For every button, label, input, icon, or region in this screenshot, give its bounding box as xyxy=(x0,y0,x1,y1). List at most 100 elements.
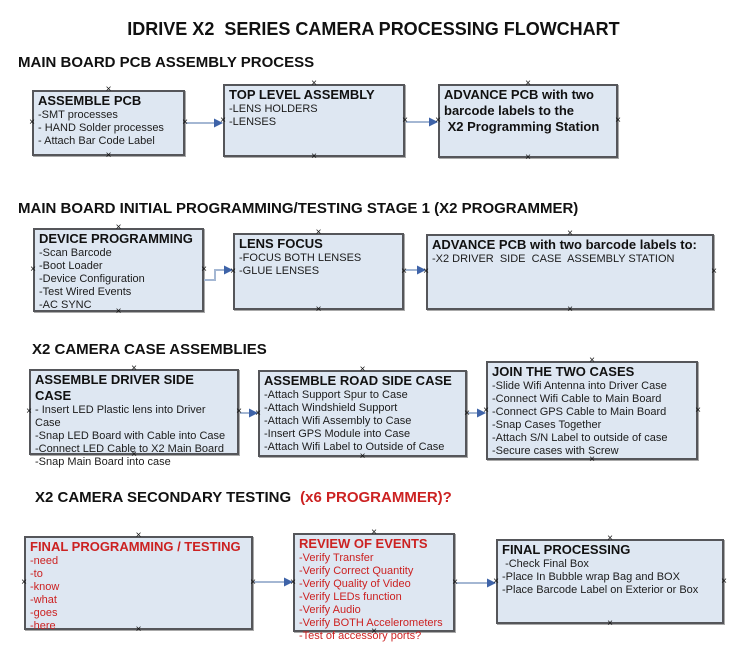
connector-arrow[interactable] xyxy=(456,578,496,588)
box-item: -Scan Barcode xyxy=(39,247,112,259)
box-items: -FOCUS BOTH LENSES-GLUE LENSES xyxy=(239,252,398,278)
arrowhead-icon xyxy=(487,578,496,588)
flow-box-join-the-two-cases[interactable]: JOIN THE TWO CASES -Slide Wifi Antenna i… xyxy=(486,361,698,460)
box-item: -LENSES xyxy=(229,116,277,128)
box-item: -know xyxy=(30,581,60,593)
section-header-initial-programming: MAIN BOARD INITIAL PROGRAMMING/TESTING S… xyxy=(18,200,579,217)
box-item: -Connect LED Cable to X2 Main Board xyxy=(35,443,224,455)
flow-box-assemble-pcb[interactable]: ASSEMBLE PCB -SMT processes- HAND Solder… xyxy=(32,90,185,156)
flow-box-assemble-road-side-case[interactable]: ASSEMBLE ROAD SIDE CASE -Attach Support … xyxy=(258,370,467,457)
connector-arrow[interactable] xyxy=(406,117,438,127)
box-item: -Check Final Box xyxy=(502,558,589,570)
flow-box-assemble-driver-side-case[interactable]: ASSEMBLE DRIVER SIDE CASE - Insert LED P… xyxy=(29,369,239,468)
flow-box-advance-pcb-to-programming-station[interactable]: ADVANCE PCB with two barcode labels to t… xyxy=(438,84,618,158)
box-item: -Place Barcode Label on Exterior or Box xyxy=(502,584,699,596)
box-item: -here xyxy=(30,620,56,632)
box-item: -LENS HOLDERS xyxy=(229,103,318,115)
section-header-red-suffix: (x6 PROGRAMMER)? xyxy=(300,489,452,506)
box-item: -Attach Support Spur to Case xyxy=(264,389,408,401)
section-header-main-board-pcb: MAIN BOARD PCB ASSEMBLY PROCESS xyxy=(18,54,315,71)
flow-box-final-programming-testing[interactable]: FINAL PROGRAMMING / TESTING -need-to-kno… xyxy=(24,536,253,633)
arrowhead-icon xyxy=(284,577,293,587)
box-item: -goes xyxy=(30,607,58,619)
box-title: ASSEMBLE PCB xyxy=(38,93,142,108)
box-item: -Slide Wifi Antenna into Driver Case xyxy=(492,380,667,392)
box-item: - HAND Solder processes xyxy=(38,122,164,134)
section-header-secondary-testing: X2 CAMERA SECONDARY TESTING (x6 PROGRAMME… xyxy=(35,489,452,506)
box-title: ASSEMBLE ROAD SIDE CASE xyxy=(264,373,452,388)
connector-arrow[interactable] xyxy=(186,118,223,128)
section-header-case-assemblies: X2 CAMERA CASE ASSEMBLIES xyxy=(32,341,267,358)
box-item: -Place In Bubble wrap Bag and BOX xyxy=(502,571,680,583)
flow-box-final-processing[interactable]: FINAL PROCESSING -Check Final Box-Place … xyxy=(496,539,724,624)
box-item: -Test Wired Events xyxy=(39,286,132,298)
connector-arrow[interactable] xyxy=(468,408,486,418)
section-header-text: X2 CAMERA SECONDARY TESTING xyxy=(35,489,292,506)
flow-box-lens-focus[interactable]: LENS FOCUS -FOCUS BOTH LENSES-GLUE LENSE… xyxy=(233,233,404,310)
box-item: -Attach Wifi Label to Outside of Case xyxy=(264,441,445,453)
page-title: IDRIVE X2 SERIES CAMERA PROCESSING FLOWC… xyxy=(127,19,620,39)
arrowhead-icon xyxy=(214,118,223,128)
box-item: -Attach S/N Label to outside of case xyxy=(492,432,668,444)
arrowhead-icon xyxy=(249,408,258,418)
box-item: -FOCUS BOTH LENSES xyxy=(239,252,362,264)
box-items: -Attach Support Spur to Case-Attach Wind… xyxy=(264,389,461,454)
box-item: -Connect GPS Cable to Main Board xyxy=(492,406,667,418)
box-title: TOP LEVEL ASSEMBLY xyxy=(229,87,375,102)
box-item: -Secure cases with Screw xyxy=(492,445,619,457)
box-title: REVIEW OF EVENTS xyxy=(299,536,428,551)
box-item: -Insert GPS Module into Case xyxy=(264,428,411,440)
box-item: -Boot Loader xyxy=(39,260,103,272)
box-item: -Verify Correct Quantity xyxy=(299,565,414,577)
box-item: -AC SYNC xyxy=(39,299,92,311)
box-title: FINAL PROGRAMMING / TESTING xyxy=(30,539,241,554)
box-items: -Verify Transfer-Verify Correct Quantity… xyxy=(299,552,449,643)
box-item: -Test of accessory ports? xyxy=(299,630,422,642)
box-title: DEVICE PROGRAMMING xyxy=(39,231,193,246)
box-item: -Verify Audio xyxy=(299,604,361,616)
arrowhead-icon xyxy=(477,408,486,418)
box-item: -need xyxy=(30,555,59,567)
box-item: -Verify Quality of Video xyxy=(299,578,411,590)
box-title: ADVANCE PCB with two barcode labels to: xyxy=(432,237,697,252)
arrowhead-icon xyxy=(417,265,426,275)
connector-arrow[interactable] xyxy=(204,265,233,281)
box-items: -Check Final Box-Place In Bubble wrap Ba… xyxy=(502,558,718,597)
arrowhead-icon xyxy=(224,265,233,275)
box-items: -SMT processes- HAND Solder processes- A… xyxy=(38,109,179,148)
box-item: -to xyxy=(30,568,43,580)
box-item: - Insert LED Plastic lens into Driver Ca… xyxy=(35,404,209,429)
arrowhead-icon xyxy=(429,117,438,127)
flow-box-review-of-events[interactable]: REVIEW OF EVENTS -Verify Transfer-Verify… xyxy=(293,533,455,642)
box-items: -Slide Wifi Antenna into Driver Case-Con… xyxy=(492,380,692,458)
box-items: -X2 DRIVER SIDE CASE ASSEMBLY STATION xyxy=(432,253,708,266)
flow-box-device-programming[interactable]: DEVICE PROGRAMMING -Scan Barcode-Boot Lo… xyxy=(33,228,204,312)
box-title: JOIN THE TWO CASES xyxy=(492,364,635,379)
box-item: -Connect Wifi Cable to Main Board xyxy=(492,393,662,405)
box-item: -Snap Cases Together xyxy=(492,419,602,431)
box-items: -Scan Barcode-Boot Loader-Device Configu… xyxy=(39,247,198,312)
box-items: -LENS HOLDERS-LENSES xyxy=(229,103,399,129)
box-items: - Insert LED Plastic lens into Driver Ca… xyxy=(35,404,233,469)
box-item: - Attach Bar Code Label xyxy=(38,135,155,147)
connector-arrow[interactable] xyxy=(254,577,293,587)
box-item: -Snap LED Board with Cable into Case xyxy=(35,430,226,442)
flow-box-advance-pcb-to-case-assembly[interactable]: ADVANCE PCB with two barcode labels to: … xyxy=(426,234,714,310)
box-item: -Verify Transfer xyxy=(299,552,374,564)
box-item: -GLUE LENSES xyxy=(239,265,320,277)
box-title: FINAL PROCESSING xyxy=(502,542,631,557)
box-item: -Verify BOTH Accelerometers xyxy=(299,617,443,629)
connector-arrow[interactable] xyxy=(240,408,258,418)
box-items: -need-to-know-what-goes-here xyxy=(30,555,247,633)
box-title: ADVANCE PCB with two barcode labels to t… xyxy=(444,87,600,134)
box-item: -Verify LEDs function xyxy=(299,591,402,603)
box-title: ASSEMBLE DRIVER SIDE CASE xyxy=(35,372,198,403)
box-item: -Device Configuration xyxy=(39,273,145,285)
box-item: -SMT processes xyxy=(38,109,118,121)
box-item: -Snap Main Board into case xyxy=(35,456,171,468)
connector-arrow[interactable] xyxy=(405,265,426,275)
box-item: -Attach Wifi Assembly to Case xyxy=(264,415,412,427)
flow-box-top-level-assembly[interactable]: TOP LEVEL ASSEMBLY -LENS HOLDERS-LENSES xyxy=(223,84,405,157)
box-item: -X2 DRIVER SIDE CASE ASSEMBLY STATION xyxy=(432,253,675,265)
